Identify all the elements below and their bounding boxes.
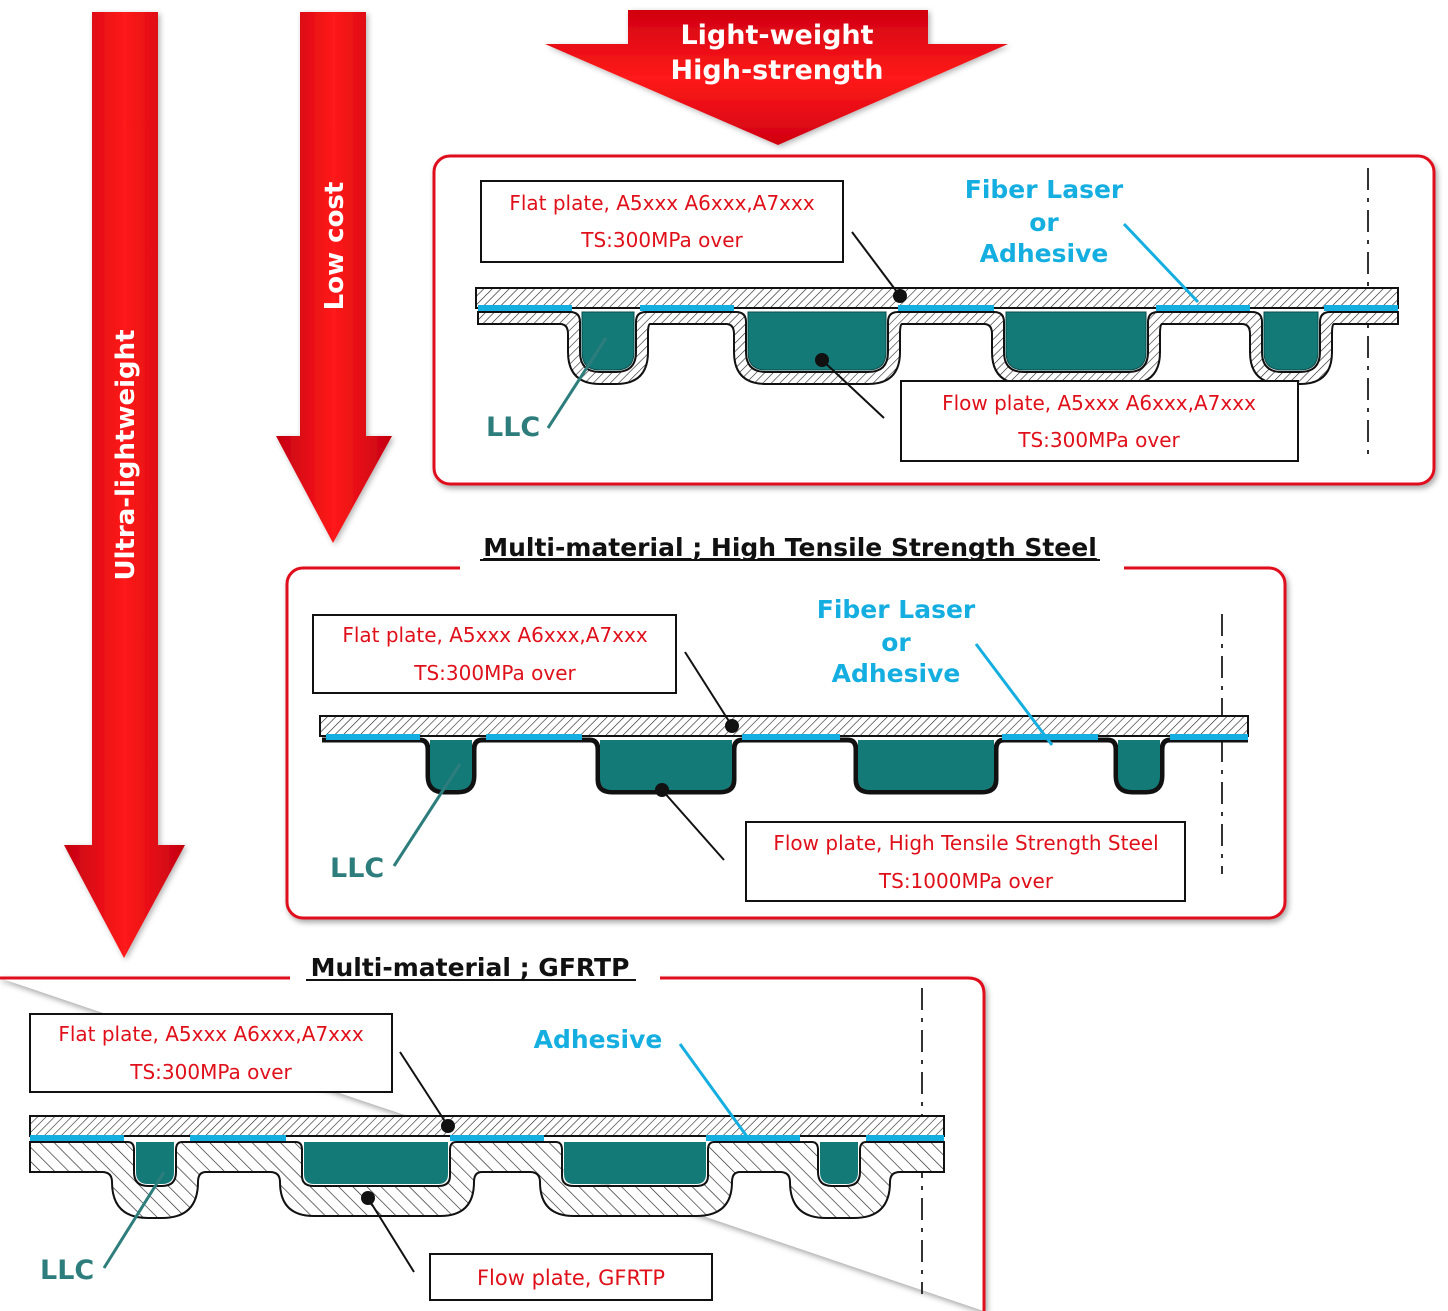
flow-plate <box>477 311 1399 385</box>
flat-plate-callout-line2: TS:300MPa over <box>413 661 576 685</box>
flow-plate-dot <box>655 783 669 797</box>
flow-plate-leader <box>661 789 725 861</box>
joint-label-line3: Adhesive <box>980 239 1109 268</box>
llc-label: LLC <box>486 412 540 443</box>
flow-plate-dot <box>361 1191 375 1205</box>
llc-leader <box>546 337 608 429</box>
flat-plate-callout-box <box>312 614 677 694</box>
flow-plate <box>29 1141 945 1219</box>
ultra-lightweight-label: Ultra-lightweight <box>111 329 141 580</box>
coolant-channel <box>1118 740 1160 790</box>
joint-label-line1: Adhesive <box>534 1025 663 1054</box>
flat-plate-callout-line2: TS:300MPa over <box>580 228 743 252</box>
joint-label-line2: or <box>1029 208 1059 237</box>
joint-leader <box>974 643 1054 746</box>
flow-plate-leader <box>367 1197 415 1273</box>
ultra-lightweight-arrow <box>64 12 185 958</box>
flat-plate-callout-box <box>29 1013 393 1093</box>
flow-plate-callout-line1: Flow plate, GFRTP <box>477 1266 665 1290</box>
llc-label: LLC <box>330 853 384 884</box>
flat-plate-dot <box>725 719 739 733</box>
coolant-channel <box>1263 311 1319 371</box>
joint-label-line1: Fiber Laser <box>817 595 976 624</box>
coolant-channel <box>1005 311 1147 371</box>
flat-plate-leader <box>399 1051 449 1127</box>
flat-plate-callout-line2: TS:300MPa over <box>129 1060 292 1084</box>
panel-title: Multi-material ; High Tensile Strength S… <box>483 533 1097 562</box>
coolant-channel <box>564 1142 706 1184</box>
coolant-channel <box>600 740 732 790</box>
flow-plate-callout-box <box>745 821 1186 902</box>
light-weight-label-line1: Light-weight <box>680 20 873 51</box>
low-cost-arrow <box>276 12 392 543</box>
coolant-channel <box>430 740 472 790</box>
flat-plate-leader <box>851 231 901 297</box>
flat-plate-dot <box>893 289 907 303</box>
panel-high-tensile-steel: Multi-material ; High Tensile Strength S… <box>285 533 1287 920</box>
flat-plate <box>319 715 1249 737</box>
joint-label-line3: Adhesive <box>832 659 961 688</box>
coolant-channel <box>304 1142 448 1184</box>
joint-leader <box>1122 222 1200 304</box>
flat-plate-leader <box>684 651 733 727</box>
flat-plate-dot <box>441 1119 455 1133</box>
flow-plate-leader <box>821 359 885 419</box>
llc-leader <box>392 763 462 867</box>
light-weight-label-line2: High-strength <box>671 55 884 86</box>
flow-plate-dot <box>815 353 829 367</box>
joint-leader <box>678 1043 750 1139</box>
flat-plate-callout-box <box>480 180 844 263</box>
llc-leader <box>102 1171 166 1269</box>
coolant-channel <box>820 1142 858 1184</box>
flow-plate-callout-box <box>429 1253 713 1301</box>
joint-label-line1: Fiber Laser <box>965 175 1124 204</box>
flow-plate-callout-box <box>900 380 1299 462</box>
panel-title: Multi-material ; GFRTP <box>311 953 630 982</box>
coolant-channel <box>747 311 887 371</box>
coolant-channel <box>136 1142 174 1184</box>
flat-plate-callout-line1: Flat plate, A5xxx A6xxx,A7xxx <box>58 1022 364 1046</box>
coolant-channel <box>858 740 994 790</box>
flat-plate-callout-line1: Flat plate, A5xxx A6xxx,A7xxx <box>342 623 648 647</box>
flow-plate-callout-line1: Flow plate, A5xxx A6xxx,A7xxx <box>942 391 1256 415</box>
joint-label-line2: or <box>881 628 911 657</box>
flat-plate-callout-line1: Flat plate, A5xxx A6xxx,A7xxx <box>509 191 815 215</box>
low-cost-label: Low cost <box>320 182 350 311</box>
llc-label: LLC <box>40 1255 94 1286</box>
light-weight-arrow <box>545 10 1008 145</box>
panel-aluminum: Flat plate, A5xxx A6xxx,A7xxx TS:300MPa … <box>432 154 1436 486</box>
flow-plate-callout-line1: Flow plate, High Tensile Strength Steel <box>773 831 1158 855</box>
flow-plate-callout-line2: TS:300MPa over <box>1017 428 1180 452</box>
flow-plate-callout-line2: TS:1000MPa over <box>878 869 1054 893</box>
panel-gfrtp: Multi-material ; GFRTP Flat plate, A5xxx… <box>0 953 986 1311</box>
flat-plate <box>29 1115 945 1137</box>
